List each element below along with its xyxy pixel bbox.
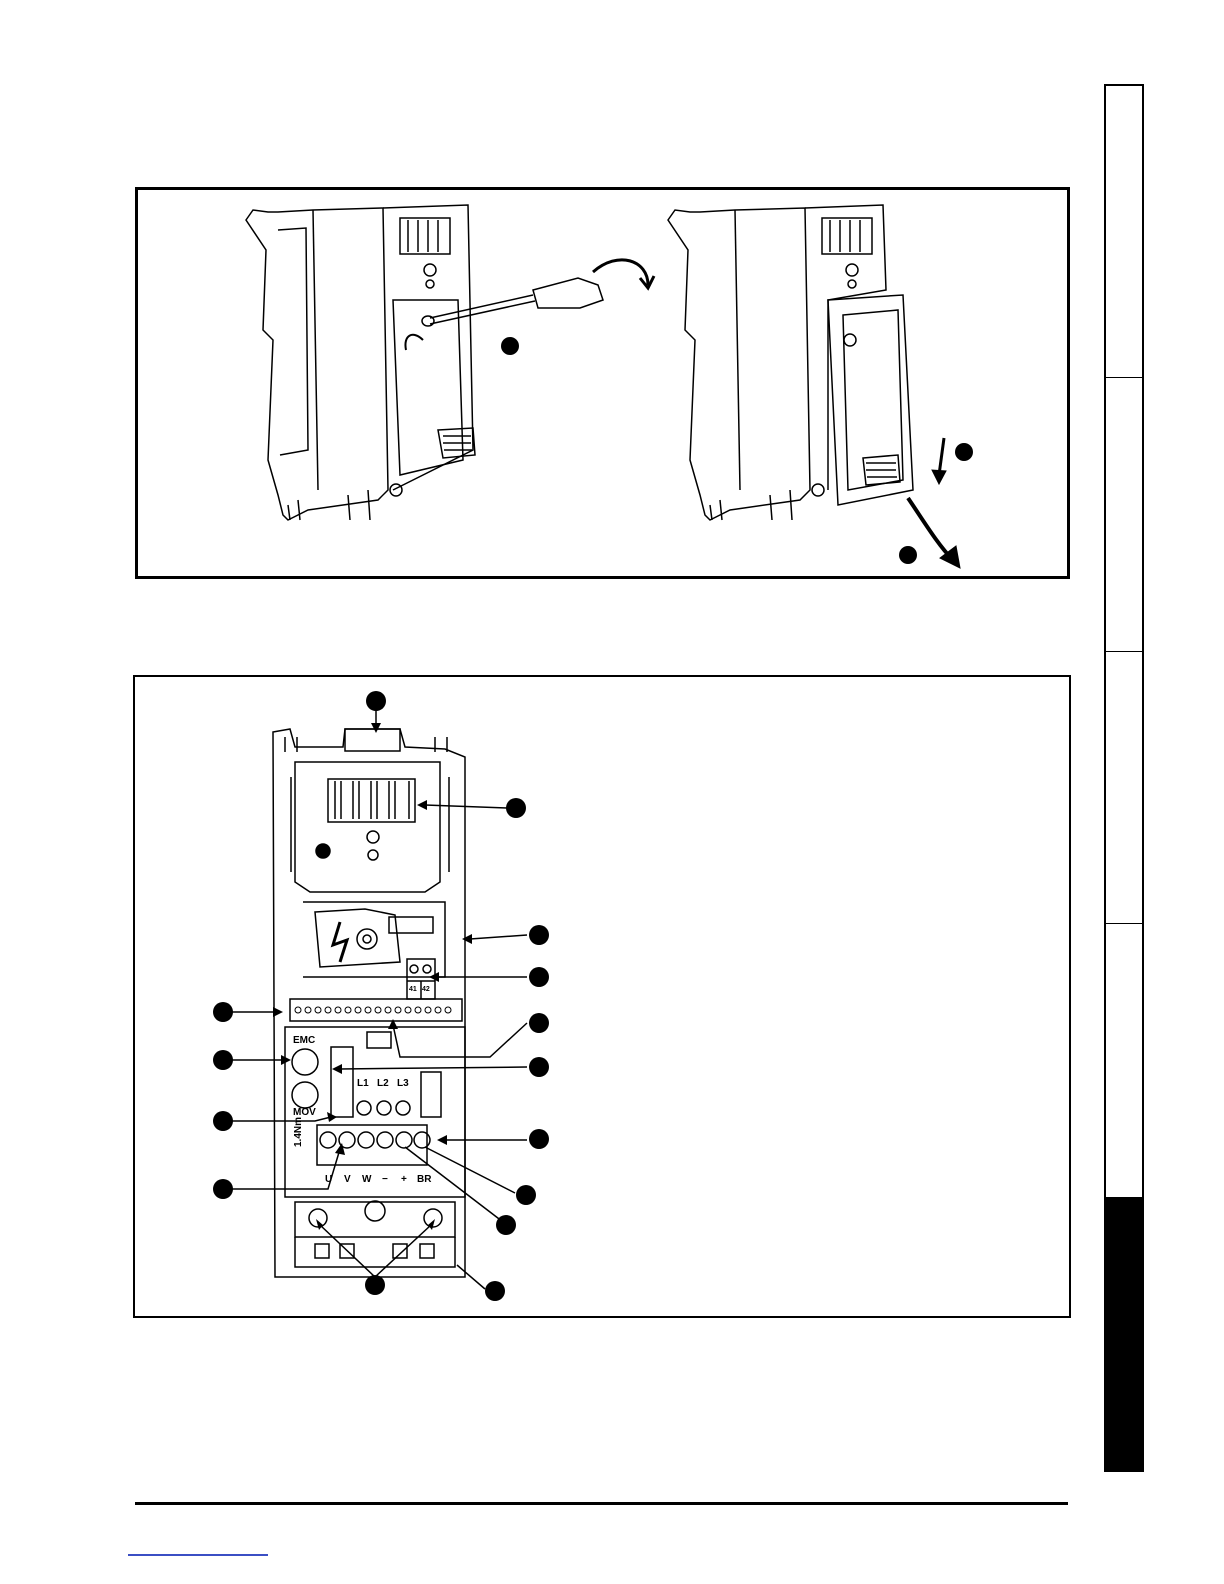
callout-top-connector bbox=[366, 691, 386, 711]
callout-dc-link-screw bbox=[529, 1013, 549, 1033]
section-tab-4[interactable] bbox=[1106, 924, 1142, 1198]
step-badge-2 bbox=[955, 443, 973, 461]
terminal-layout-illustration: EMC MOV 1.4Nm L1 L2 L3 U V W − + BR 41 4… bbox=[135, 677, 1069, 1316]
callout-ac-supply-terminals bbox=[213, 1111, 233, 1131]
callout-side-clip bbox=[529, 925, 549, 945]
callout-ground-screws bbox=[365, 1275, 385, 1295]
drive-outline bbox=[273, 729, 465, 1277]
section-tab-3[interactable] bbox=[1106, 652, 1142, 924]
drive-left-drawing bbox=[246, 205, 654, 520]
label-v: V bbox=[344, 1174, 351, 1185]
footer-link-underline[interactable] bbox=[128, 1554, 268, 1556]
label-w: W bbox=[362, 1174, 372, 1185]
figure-terminal-cover-removal bbox=[135, 187, 1070, 579]
cover-removal-illustration bbox=[138, 190, 1067, 576]
label-l2: L2 bbox=[377, 1078, 389, 1089]
callout-gland-plate bbox=[485, 1281, 505, 1301]
label-l3: L3 bbox=[397, 1078, 409, 1089]
label-emc: EMC bbox=[293, 1035, 315, 1046]
figure-terminal-locations: EMC MOV 1.4Nm L1 L2 L3 U V W − + BR 41 4… bbox=[133, 675, 1071, 1318]
footer-rule bbox=[135, 1502, 1068, 1505]
callout-power-terminals bbox=[529, 1129, 549, 1149]
callout-keypad-connector bbox=[506, 798, 526, 818]
label-l1: L1 bbox=[357, 1078, 369, 1089]
section-tabs bbox=[1104, 84, 1144, 1472]
drive-right-drawing bbox=[668, 205, 913, 520]
callout-braking-terminal bbox=[516, 1185, 536, 1205]
label-terminal-42: 42 bbox=[422, 986, 430, 993]
callout-motor-terminals bbox=[213, 1179, 233, 1199]
label-dc-minus: − bbox=[382, 1174, 388, 1185]
label-mov: MOV bbox=[293, 1107, 316, 1118]
section-tab-5-active[interactable] bbox=[1106, 1198, 1142, 1472]
label-br: BR bbox=[417, 1174, 432, 1185]
callout-emc-screw bbox=[213, 1050, 233, 1070]
callout-dc-bus-terminal bbox=[496, 1215, 516, 1235]
label-terminal-41: 41 bbox=[409, 986, 417, 993]
section-tab-1[interactable] bbox=[1106, 86, 1142, 378]
label-dc-plus: + bbox=[401, 1174, 407, 1185]
step-badge-3 bbox=[899, 546, 917, 564]
section-tab-2[interactable] bbox=[1106, 378, 1142, 652]
step-badge-1 bbox=[501, 337, 519, 355]
callout-control-terminals bbox=[213, 1002, 233, 1022]
callout-emc-link bbox=[529, 1057, 549, 1077]
callout-relay-terminals bbox=[529, 967, 549, 987]
